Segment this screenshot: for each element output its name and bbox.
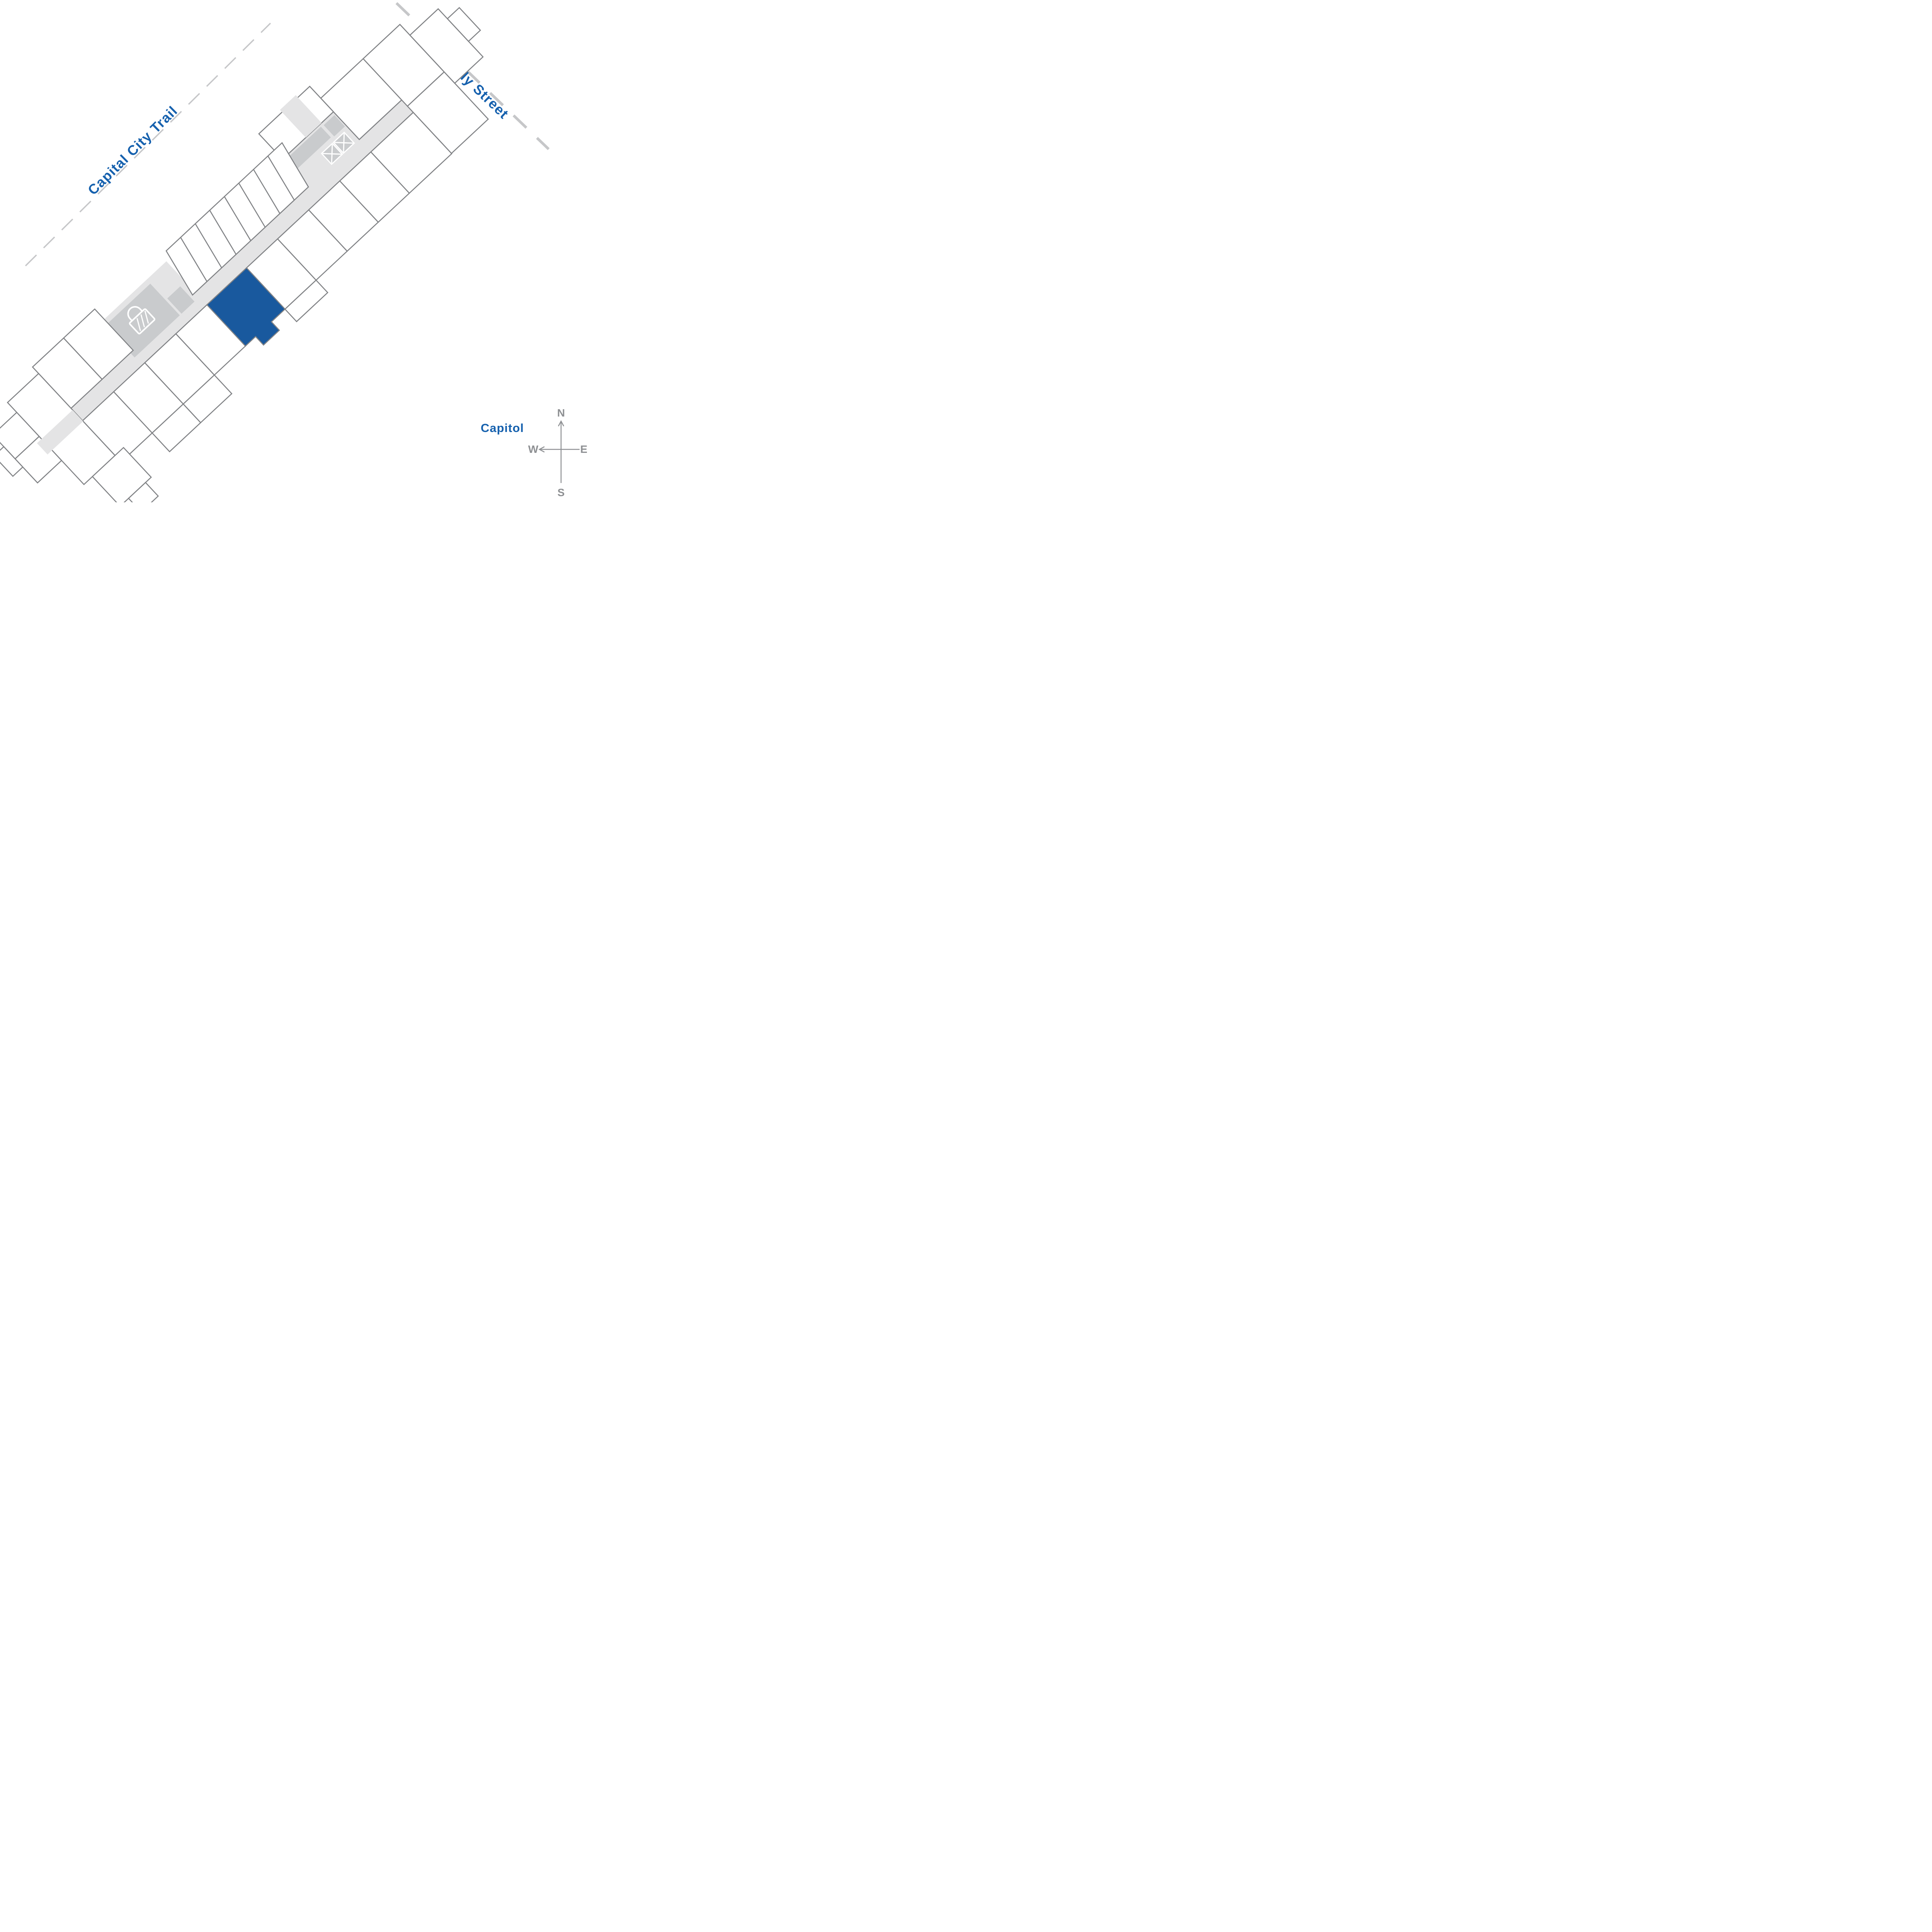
- unit: [63, 308, 134, 380]
- unit: [284, 279, 328, 323]
- compass: [538, 420, 580, 483]
- capitol-label: Capitol: [481, 421, 524, 435]
- trail-dashed-line: [25, 22, 271, 267]
- padlock-icon: [127, 306, 156, 335]
- arrow-west-icon: [538, 446, 545, 453]
- shaft-block: [323, 115, 345, 137]
- site-plan-canvas: Capital City Trail S Brearly Street: [0, 0, 587, 502]
- arrow-north-icon: [558, 420, 565, 427]
- unit: [0, 446, 24, 477]
- elevator-block: [287, 126, 331, 169]
- compass-s: S: [558, 486, 565, 498]
- storage-unit-dividers: [180, 156, 295, 282]
- entrance-stub-southwest: [37, 410, 83, 455]
- compass-e: E: [580, 443, 587, 455]
- compass-n: N: [557, 407, 565, 419]
- entrance-stub-northwest: [280, 95, 322, 138]
- compass-w: W: [528, 443, 539, 455]
- unit: [406, 71, 489, 154]
- unit: [128, 481, 159, 502]
- building-plan: [0, 7, 489, 502]
- stairwell-x: [323, 145, 342, 163]
- padlock-hatch: [136, 310, 149, 331]
- x-box-icon: [332, 131, 355, 154]
- stairwell-x: [334, 133, 353, 152]
- site-plan-svg: Capital City Trail S Brearly Street: [0, 2, 587, 502]
- unit: [182, 374, 233, 423]
- trail-label: Capital City Trail: [85, 103, 181, 198]
- padlock-shackle: [127, 306, 143, 321]
- storage-block: [167, 286, 195, 314]
- highlighted-unit[interactable]: [206, 267, 293, 354]
- x-box-icon: [321, 143, 344, 165]
- padlock-body: [129, 308, 156, 335]
- unit: [447, 7, 481, 42]
